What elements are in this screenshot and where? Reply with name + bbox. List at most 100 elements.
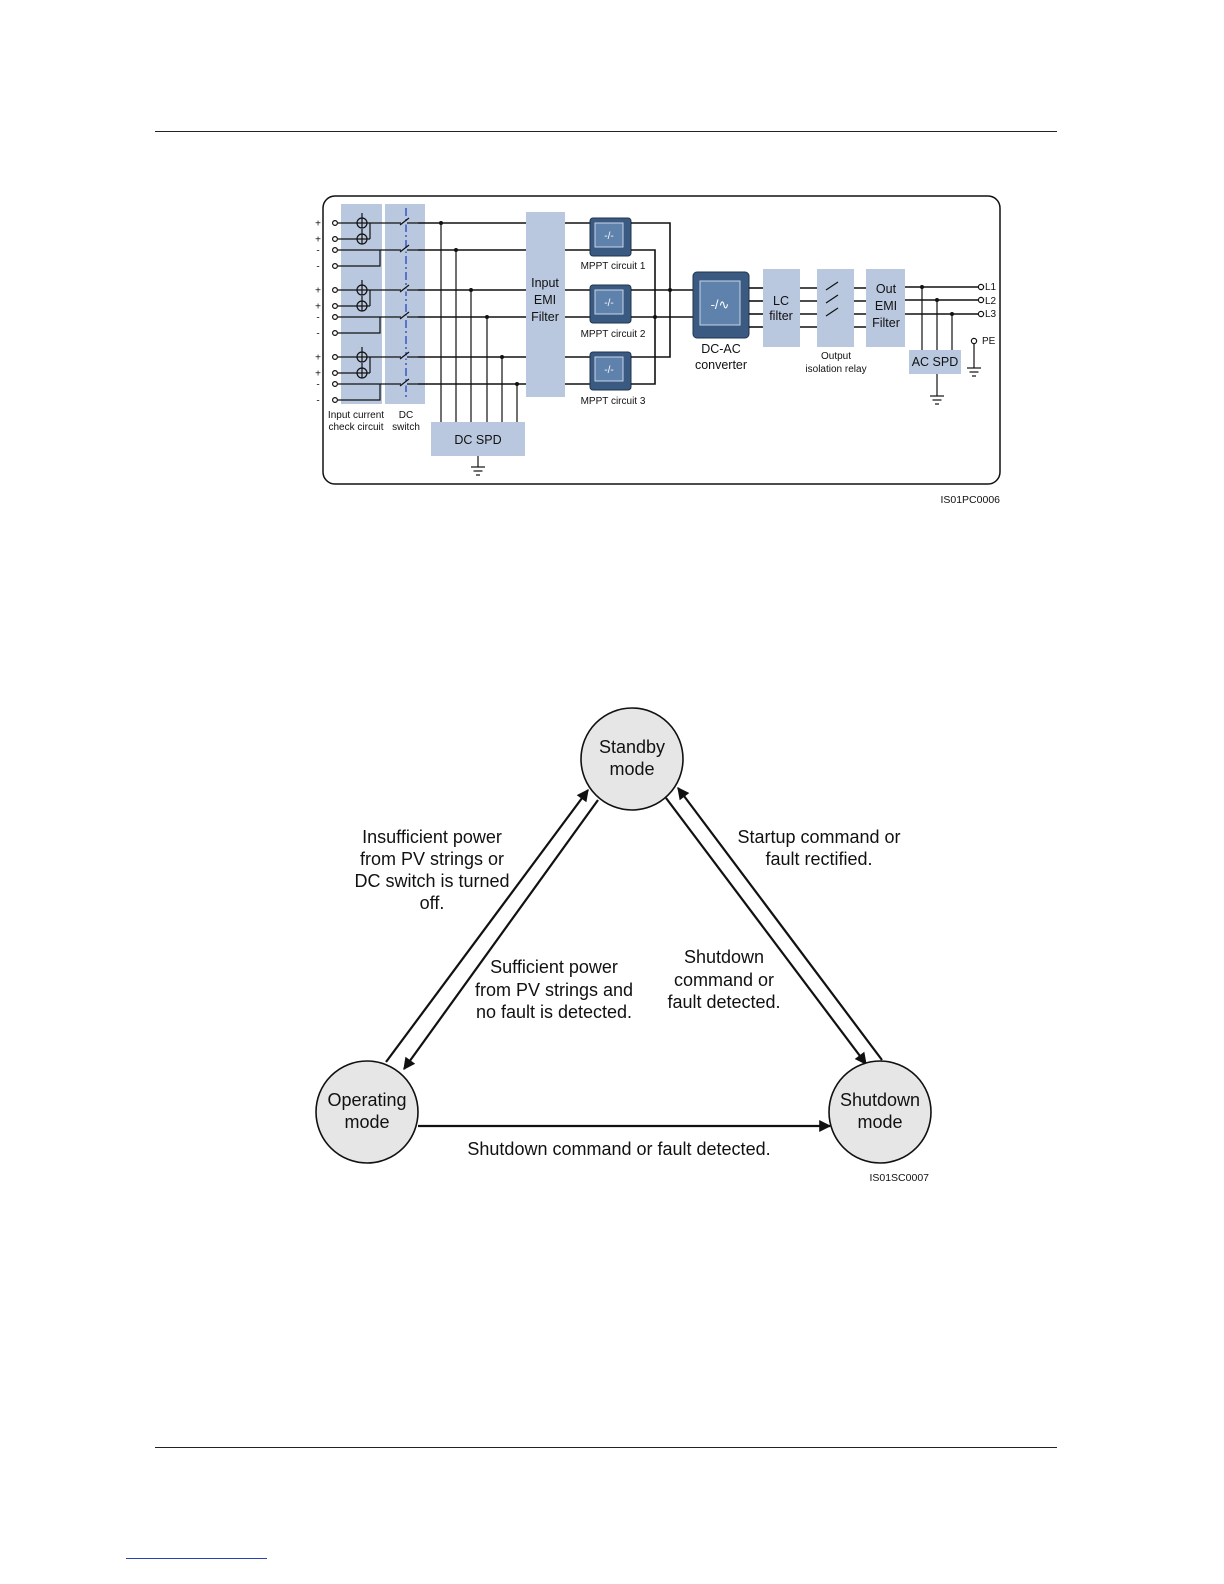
standby-mode-label-2: mode — [609, 759, 654, 779]
output-lines — [905, 283, 985, 350]
polarity-mark: + — [315, 219, 321, 230]
state-diagram: Standby mode Operating mode Shutdown mod… — [315, 707, 932, 1184]
standby-to-operating-label-1: Sufficient power — [490, 957, 618, 977]
arrow-operating-to-standby — [385, 789, 589, 1063]
pe-ground-icon — [967, 337, 981, 377]
polarity-mark: - — [316, 313, 319, 324]
operating-mode-node — [315, 1060, 419, 1164]
dc-switch-contact-icon — [399, 284, 410, 293]
svg-text:-/-: -/- — [604, 231, 613, 242]
dc-switch-contact-icon — [399, 217, 410, 226]
polarity-mark: - — [316, 329, 319, 340]
output-l1-label: L1 — [985, 282, 997, 293]
mppt-circuit-2-label: MPPT circuit 2 — [581, 329, 646, 340]
out-emi-filter-label-1: Out — [876, 282, 897, 296]
state-diagram-figure-code: IS01SC0007 — [869, 1172, 929, 1184]
shutdown-mode-node — [828, 1060, 932, 1164]
dc-spd-ground-icon — [471, 456, 485, 476]
polarity-mark: - — [316, 246, 319, 257]
dc-switch-label-1: DC — [399, 410, 413, 421]
input-current-check-label-1: Input current — [328, 410, 384, 421]
ac-spd-block — [909, 350, 961, 374]
dc-switch-column — [385, 204, 425, 404]
emi-to-mppt-wires — [565, 222, 590, 385]
block-diagram-figure-code: IS01PC0006 — [940, 494, 1000, 506]
input-emi-filter-label-3: Filter — [531, 310, 559, 324]
output-isolation-relay-label-1: Output — [821, 351, 851, 362]
dc-switch-label-2: switch — [392, 422, 420, 433]
ac-spd-label: AC SPD — [912, 355, 959, 369]
standby-to-shutdown-label-1: Shutdown — [684, 947, 764, 967]
dc-switch-contact-icon — [399, 311, 410, 320]
polarity-mark: + — [315, 353, 321, 364]
input-terminal — [332, 247, 339, 254]
input-terminal — [332, 354, 339, 361]
input-terminal — [332, 397, 339, 404]
dc-switch-contact-icon — [399, 351, 410, 360]
input-terminal — [332, 303, 339, 310]
output-pe-label: PE — [982, 336, 996, 347]
footnote-link-underline — [126, 1558, 267, 1559]
arrow-standby-to-operating — [403, 799, 599, 1070]
standby-to-shutdown-label-2: command or — [674, 970, 774, 990]
standby-to-operating-label-3: no fault is detected. — [476, 1002, 632, 1022]
output-l2-label: L2 — [985, 296, 997, 307]
dc-bus-wires — [418, 221, 526, 423]
relay-switches — [818, 281, 839, 317]
shutdown-mode-label-2: mode — [857, 1112, 902, 1132]
mppt-module-1: -/- — [589, 217, 632, 257]
input-terminal — [332, 236, 339, 243]
lc-filter-label-2: filter — [769, 309, 793, 323]
shutdown-to-standby-label-2: fault rectified. — [765, 849, 872, 869]
input-terminal — [332, 330, 339, 337]
input-terminal — [332, 314, 339, 321]
arrow-standby-to-shutdown — [665, 797, 867, 1065]
polarity-mark: + — [315, 302, 321, 313]
dc-ac-converter-label-2: converter — [695, 358, 747, 372]
polarity-mark: - — [316, 380, 319, 391]
shutdown-mode-label-1: Shutdown — [840, 1090, 920, 1110]
output-l3-label: L3 — [985, 309, 997, 320]
dc-spd-block — [431, 422, 525, 456]
mppt-module-3: -/- — [589, 351, 632, 391]
out-emi-filter-label-3: Filter — [872, 316, 900, 330]
polarity-mark: + — [315, 369, 321, 380]
block-diagram-frame — [322, 195, 1001, 485]
out-emi-filter-block — [866, 269, 905, 347]
output-isolation-relay-label-2: isolation relay — [805, 364, 866, 375]
mppt-module-2: -/- — [589, 284, 632, 324]
out-emi-filter-label-2: EMI — [875, 299, 897, 313]
polarity-mark: - — [316, 396, 319, 407]
mppt-circuit-1-label: MPPT circuit 1 — [581, 261, 646, 272]
dc-ac-converter-label-1: DC-AC — [701, 342, 741, 356]
input-emi-filter-label-1: Input — [531, 276, 559, 290]
operating-to-standby-label-4: off. — [420, 893, 445, 913]
operating-to-shutdown-label: Shutdown command or fault detected. — [467, 1139, 770, 1159]
dc-switch-contact-icon — [399, 244, 410, 253]
input-emi-filter-label-2: EMI — [534, 293, 556, 307]
dc-spd-label: DC SPD — [454, 433, 501, 447]
output-isolation-relay-block — [817, 269, 854, 347]
polarity-mark: + — [315, 235, 321, 246]
polarity-mark: - — [316, 262, 319, 273]
arrow-shutdown-to-standby — [677, 787, 883, 1061]
operating-mode-label-1: Operating — [327, 1090, 406, 1110]
lc-filter-block — [763, 269, 800, 347]
input-terminal — [332, 287, 339, 294]
operating-mode-label-2: mode — [344, 1112, 389, 1132]
footer-rule — [155, 1447, 1057, 1448]
input-terminals: ++--++--++-- — [315, 213, 418, 407]
standby-to-shutdown-label-3: fault detected. — [667, 992, 780, 1012]
operating-to-standby-label-1: Insufficient power — [362, 827, 502, 847]
input-terminal — [332, 370, 339, 377]
block-diagram: ++--++--++-- DC SPD — [315, 195, 1001, 506]
svg-text:-/-: -/- — [604, 365, 613, 376]
polarity-mark: + — [315, 286, 321, 297]
operating-to-standby-label-3: DC switch is turned — [354, 871, 509, 891]
input-current-check-label-2: check circuit — [328, 422, 383, 433]
mppt-to-converter-wires — [631, 222, 693, 385]
dc-switch-contact-icon — [399, 378, 410, 387]
input-terminal — [332, 263, 339, 270]
svg-text:-/-: -/- — [604, 298, 613, 309]
